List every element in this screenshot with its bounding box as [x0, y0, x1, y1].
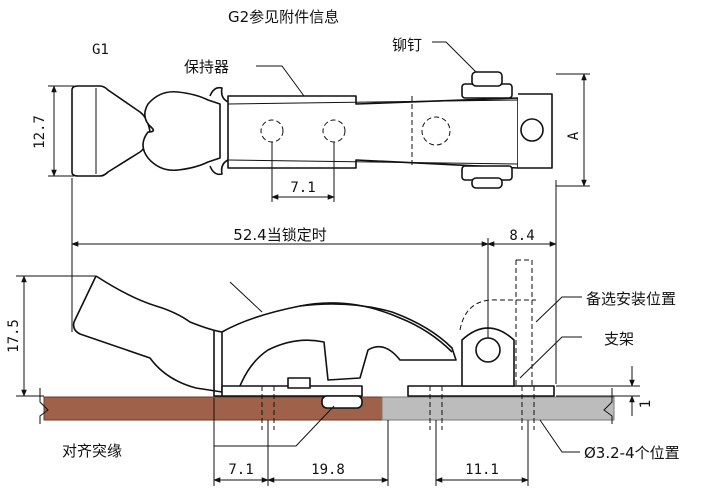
retainer-label: 保持器 [184, 58, 229, 76]
dim-bottom-c: 11.1 [465, 462, 499, 478]
side-rivet [287, 377, 311, 389]
model-label: G1 [92, 42, 109, 58]
holes-label: Ø3.2-4个位置 [584, 444, 680, 462]
side-bracket-pin [475, 337, 501, 363]
side-view: 17.5 52.4当锁定时 8.4 1 7.1 19.8 11.1 [6, 178, 654, 486]
dim-locked-length: 52.4当锁定时 [233, 226, 326, 244]
bracket-label: 支架 [604, 330, 634, 348]
align-flange-label: 对齐突缘 [62, 442, 122, 460]
top-view: A 12.7 7.1 [32, 41, 590, 202]
dim-bottom-a: 7.1 [228, 462, 253, 478]
top-handle-neck [142, 90, 221, 172]
top-bracket-hole [520, 118, 544, 142]
dim-offset: 8.4 [509, 228, 534, 244]
side-handle [72, 275, 457, 393]
surface-right [381, 396, 615, 421]
top-handle-grip [71, 85, 151, 177]
alt-mount-label: 备选安装位置 [586, 290, 676, 308]
dim-plate-thickness: 1 [638, 400, 654, 408]
top-note: G2参见附件信息 [228, 8, 339, 26]
top-rivet [471, 71, 503, 87]
rivet-label: 铆钉 [392, 36, 422, 54]
top-rivet-lower [471, 177, 503, 189]
side-flange [321, 395, 363, 409]
dim-a-label: A [566, 131, 582, 140]
dim-height-top: 12.7 [32, 115, 48, 149]
dim-bottom-b: 19.8 [311, 462, 345, 478]
dim-height-side: 17.5 [6, 319, 22, 353]
dim-hole-pitch: 7.1 [290, 180, 315, 196]
top-retainer-spring [209, 86, 229, 176]
